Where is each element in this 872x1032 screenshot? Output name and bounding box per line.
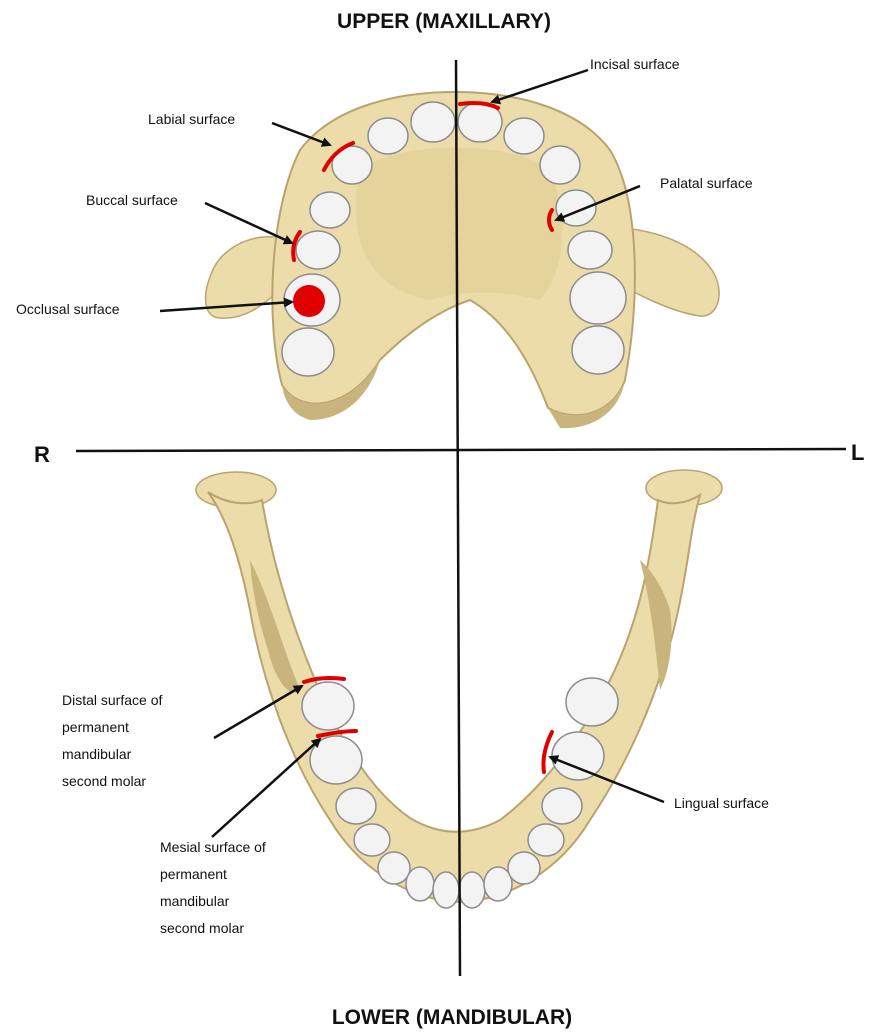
incisal-surface-label: Incisal surface (590, 56, 680, 72)
upper-jaw (206, 92, 720, 428)
distal-surface-label: Distal surface of permanent mandibular s… (62, 692, 166, 789)
left-side-label: L (851, 440, 864, 465)
upper-tooth (556, 190, 596, 226)
right-side-label: R (34, 442, 50, 467)
lower-tooth (302, 682, 354, 730)
labial-surface-label: Labial surface (148, 111, 235, 127)
lower-tooth (406, 867, 434, 901)
lower-tooth (433, 872, 459, 908)
lingual-surface-highlight (543, 732, 552, 772)
upper-tooth (411, 102, 455, 142)
upper-title: UPPER (MAXILLARY) (337, 10, 551, 33)
lower-tooth (336, 788, 376, 824)
distal-label-line: Distal surface of (62, 692, 162, 708)
upper-tooth (504, 118, 544, 154)
distal-label-line: permanent (62, 719, 129, 735)
lower-tooth (459, 872, 485, 908)
lingual-surface-label: Lingual surface (674, 795, 769, 811)
buccal-surface-label: Buccal surface (86, 192, 178, 208)
upper-tooth (570, 272, 626, 324)
mesial-surface-label: Mesial surface of permanent mandibular s… (160, 839, 270, 936)
upper-tooth (310, 192, 350, 228)
mesial-label-line: Mesial surface of (160, 839, 266, 855)
upper-tooth (572, 326, 624, 374)
lower-tooth (354, 824, 390, 856)
upper-tooth (296, 231, 340, 269)
lower-tooth (310, 736, 362, 784)
horizontal-divider (76, 449, 846, 451)
lower-tooth (528, 824, 564, 856)
mesial-label-line: permanent (160, 866, 227, 882)
distal-label-line: second molar (62, 773, 146, 789)
lower-tooth (542, 788, 582, 824)
distal-label-line: mandibular (62, 746, 132, 762)
occlusal-surface-highlight (293, 285, 325, 317)
lower-tooth (508, 852, 540, 884)
distal-surface-highlight (304, 678, 344, 682)
mesial-label-line: mandibular (160, 893, 230, 909)
mesial-label-line: second molar (160, 920, 244, 936)
palatal-surface-label: Palatal surface (660, 175, 753, 191)
lower-tooth (378, 852, 410, 884)
palate-shading (356, 148, 563, 301)
upper-tooth (540, 146, 580, 184)
lower-title: LOWER (MANDIBULAR) (332, 1006, 572, 1029)
lower-tooth (552, 732, 604, 780)
occlusal-surface-label: Occlusal surface (16, 301, 120, 317)
incisal-arrow (492, 70, 588, 102)
lower-tooth (566, 678, 618, 726)
upper-tooth (568, 231, 612, 269)
upper-tooth (368, 118, 408, 154)
mesial-arrow (212, 739, 320, 837)
upper-tooth (282, 328, 334, 376)
